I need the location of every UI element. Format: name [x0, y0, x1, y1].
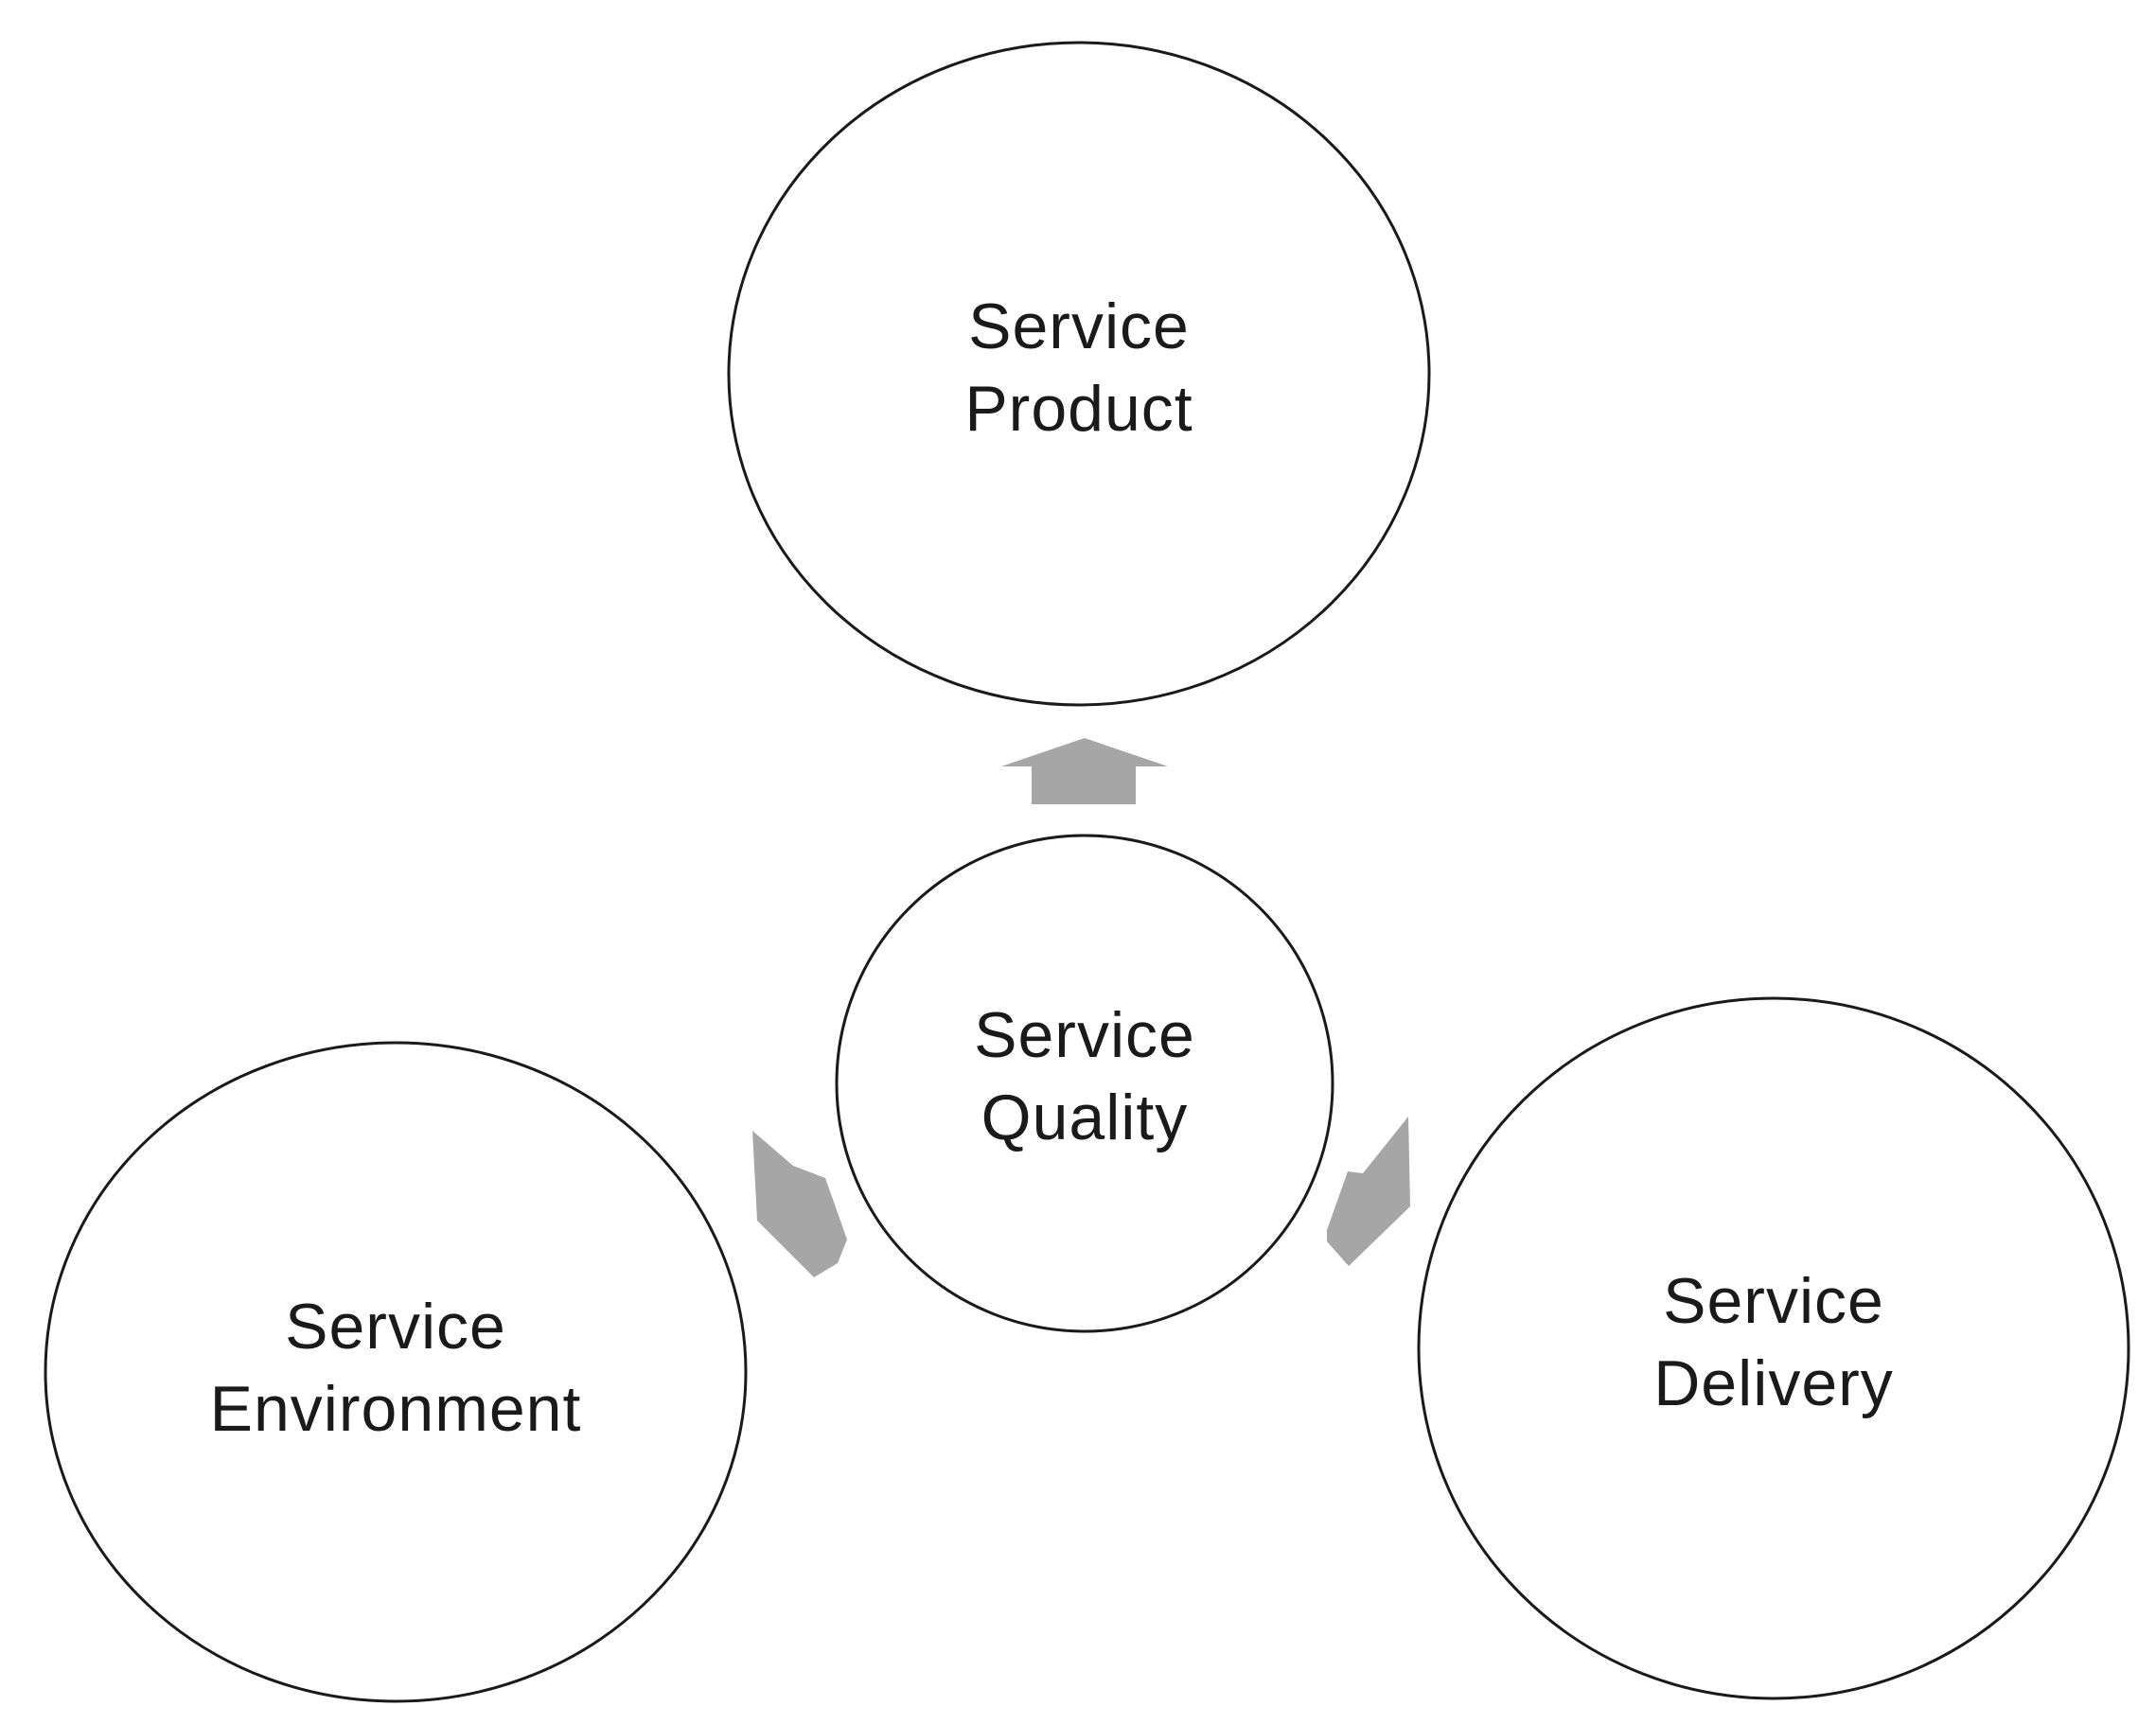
node-service-delivery-label-line1: Service [1663, 1265, 1884, 1337]
node-service-product: Service Product [727, 41, 1431, 707]
arrow-up-icon [1001, 738, 1168, 804]
node-service-environment: Service Environment [44, 1041, 748, 1703]
node-service-delivery: Service Delivery [1417, 996, 2130, 1700]
node-service-quality-label-line1: Service [974, 999, 1195, 1071]
node-service-quality-label-line2: Quality [981, 1082, 1189, 1153]
arrow-down-left-icon [752, 1131, 847, 1277]
node-service-environment-circle [44, 1041, 748, 1703]
node-service-product-circle [727, 41, 1431, 707]
node-service-delivery-circle [1417, 996, 2130, 1700]
node-service-delivery-label-line2: Delivery [1653, 1347, 1894, 1419]
node-service-quality: Service Quality [835, 834, 1334, 1333]
node-service-quality-circle [835, 834, 1334, 1333]
arrow-down-right-icon [1327, 1117, 1410, 1266]
node-service-environment-label-line2: Environment [210, 1373, 582, 1445]
node-service-product-label-line2: Product [964, 373, 1193, 445]
node-service-product-label-line1: Service [968, 290, 1190, 362]
node-service-environment-label-line1: Service [285, 1291, 506, 1363]
